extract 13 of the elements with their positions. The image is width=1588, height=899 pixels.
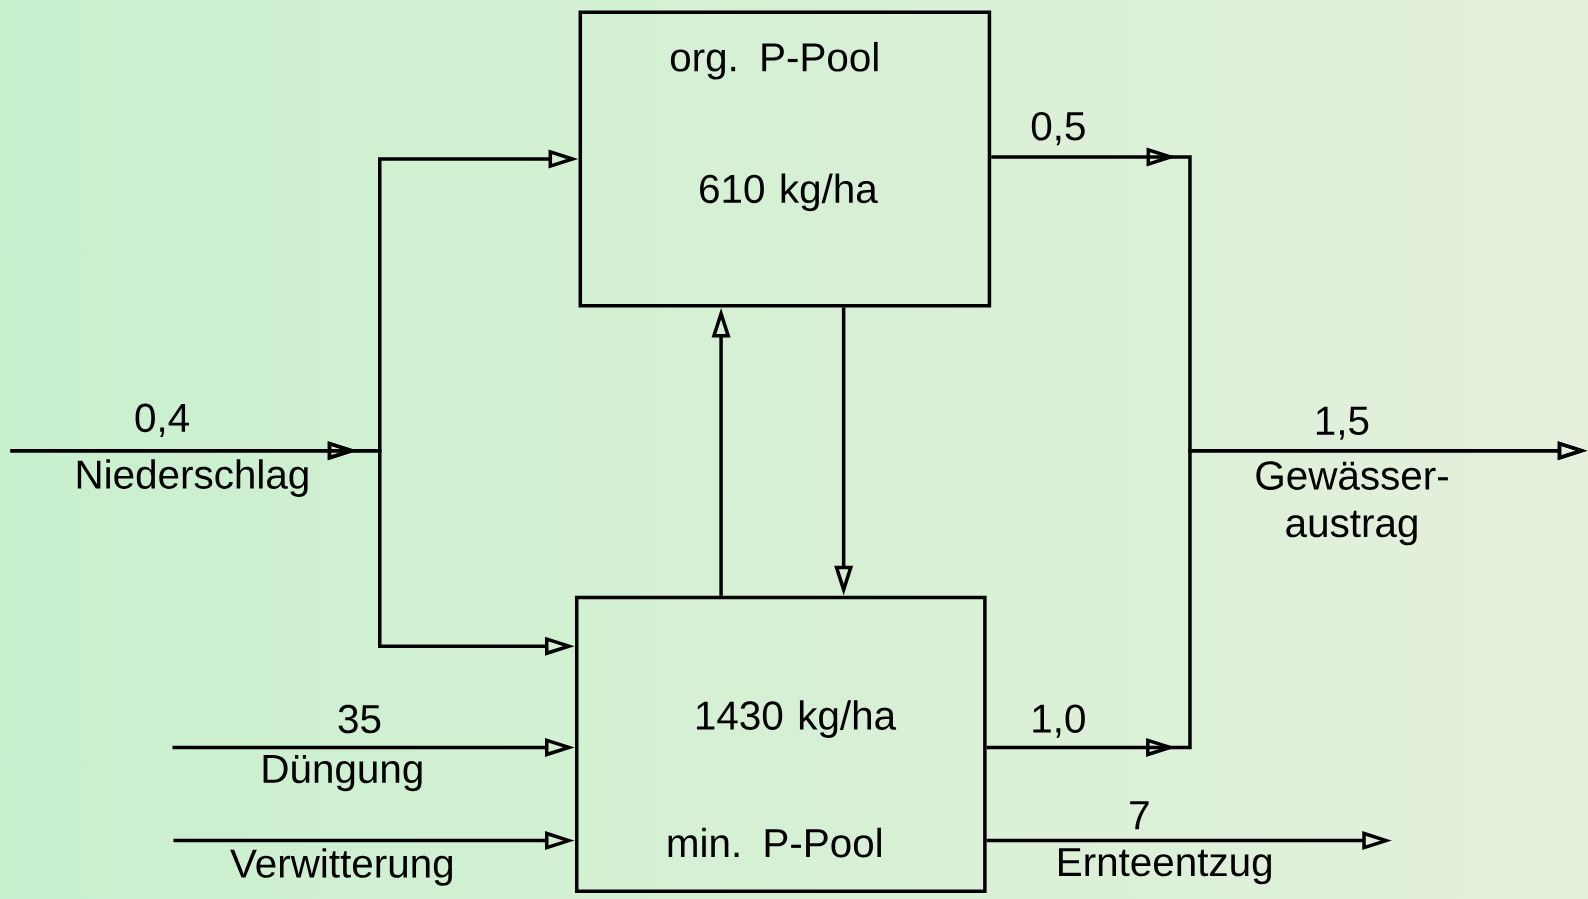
flow-value: 1,5 <box>1316 406 1369 440</box>
pool-box: 1430 kg/ha min. P-Pool <box>575 595 987 893</box>
flow-value: 35 <box>338 704 381 734</box>
flow-value: 1,0 <box>1033 704 1085 738</box>
flow-label: Gewässer- austrag <box>1256 461 1448 546</box>
flow-value: 0,4 <box>135 403 189 437</box>
flow-label: Düngung <box>263 754 422 791</box>
flow-value: 0,5 <box>1031 111 1085 146</box>
flow-label: Verwitterung <box>230 848 452 886</box>
flow-label: Ernteentzug <box>1059 848 1271 885</box>
pool-box: org. P-Pool 610 kg/ha <box>578 10 992 308</box>
flow-value: 7 <box>1130 801 1149 829</box>
flow-label: Niederschlag <box>77 459 308 497</box>
